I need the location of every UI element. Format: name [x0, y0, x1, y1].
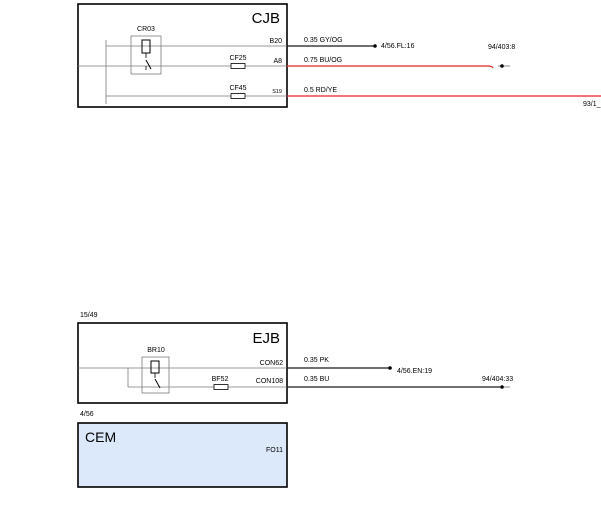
- relay-switch-arm: [145, 59, 152, 70]
- cem-module[interactable]: CEM FO11: [77, 422, 288, 488]
- fuse-symbol: [230, 63, 246, 69]
- ejb-fuse-label: BF52: [212, 376, 229, 383]
- cem-title: CEM: [85, 429, 116, 445]
- wire-s19[interactable]: 0.5 RD/YE 93/1_: [287, 87, 601, 108]
- relay-housing: [141, 356, 170, 394]
- wire-con62[interactable]: 0.35 PK 4/56.EN:19: [287, 357, 432, 375]
- wire-b20-label: 0.35 GY/OG: [304, 37, 343, 44]
- wire-con62-label: 0.35 PK: [304, 357, 329, 364]
- cjb-relay-label: CR03: [137, 26, 155, 33]
- cjb-fuse-cf25[interactable]: CF25: [229, 55, 247, 69]
- wire-b20[interactable]: 0.35 GY/OG 4/56.FL:16: [287, 37, 415, 50]
- wire-a8[interactable]: 0.75 BU/OG 94/403:8: [287, 44, 515, 69]
- ejb-fuse-bf52[interactable]: BF52: [212, 376, 229, 390]
- cjb-fuse-label: CF25: [229, 55, 246, 62]
- ejb-title: EJB: [252, 330, 280, 347]
- wire-s19-label: 0.5 RD/YE: [304, 87, 337, 94]
- cjb-relay-cr03[interactable]: CR03: [130, 26, 162, 75]
- cjb-pin-label: B20: [270, 38, 283, 45]
- cjb-fuse-label: CF45: [229, 85, 246, 92]
- relay-housing: [130, 35, 162, 75]
- cjb-fuse-cf45[interactable]: CF45: [229, 85, 247, 99]
- cjb-box: [77, 3, 288, 108]
- ejb-pin-label: CON62: [260, 360, 283, 367]
- wire-b20-terminal: [373, 44, 377, 48]
- wire-con62-terminal: [388, 366, 392, 370]
- wire-con108-destination: 94/404:33: [482, 376, 513, 383]
- wire-a8-label: 0.75 BU/OG: [304, 57, 342, 64]
- wire-b20-destination: 4/56.FL:16: [381, 43, 415, 50]
- ejb-relay-label: BR10: [147, 347, 165, 354]
- ejb-relay-br10[interactable]: BR10: [141, 347, 170, 394]
- ejb-pin-label: CON108: [256, 378, 283, 385]
- cem-box: [77, 422, 288, 488]
- wire-con108[interactable]: 0.35 BU 94/404:33: [287, 376, 513, 389]
- cjb-pin-label: S19: [272, 89, 282, 95]
- cjb-module[interactable]: CJB CR03 CF25 CF45 B20 A8 S19: [77, 3, 288, 108]
- cem-pin-label: FO11: [266, 447, 283, 454]
- wire-a8-destination: 94/403:8: [488, 44, 515, 51]
- fuse-symbol: [213, 384, 229, 390]
- ejb-module[interactable]: EJB BR10 BF52 CON62 CON108: [77, 322, 288, 404]
- wire-s19-destination: 93/1_: [583, 101, 601, 108]
- wire-con108-label: 0.35 BU: [304, 376, 329, 383]
- fuse-symbol: [230, 93, 246, 99]
- cem-reference: 4/56: [80, 411, 94, 418]
- ejb-reference: 15/49: [80, 312, 98, 319]
- cjb-title: CJB: [252, 10, 280, 27]
- wire-con108-terminal: [500, 385, 504, 389]
- relay-switch-arm: [154, 378, 161, 389]
- wire-a8-terminal: [500, 64, 504, 68]
- cjb-pin-label: A8: [273, 58, 282, 65]
- ejb-box: [77, 322, 288, 404]
- wire-con62-destination: 4/56.EN:19: [397, 368, 432, 375]
- wire-a8-line: [287, 65, 494, 69]
